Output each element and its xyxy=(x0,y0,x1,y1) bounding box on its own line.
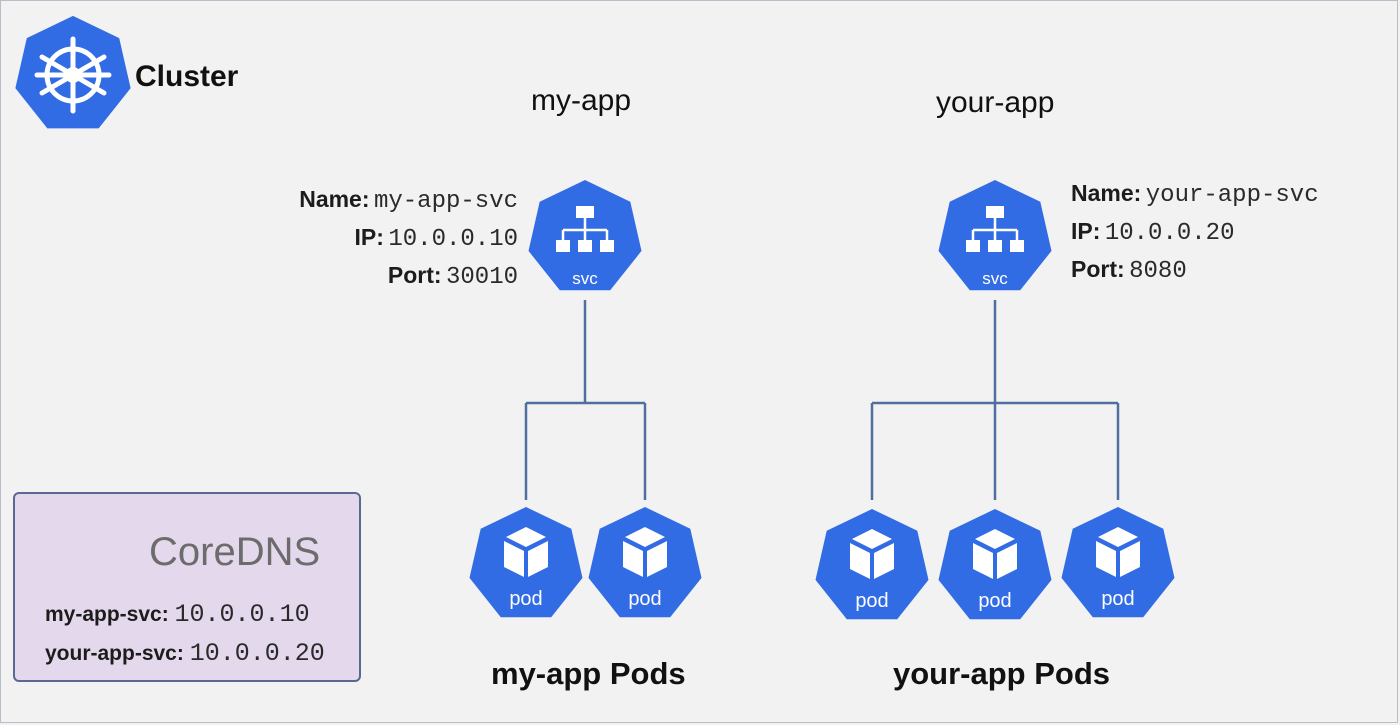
connector-lines xyxy=(524,300,1120,500)
your-app-svc-info: Name: your-app-svc IP: 10.0.0.20 Port: 8… xyxy=(1071,174,1319,288)
pod-icon-text: pod xyxy=(855,590,888,612)
svc-ip-value: 10.0.0.10 xyxy=(388,226,518,253)
dns-record-host: my-app-svc: xyxy=(45,603,169,626)
dns-record-row: your-app-svc: 10.0.0.20 xyxy=(45,639,325,668)
svc-port-value: 30010 xyxy=(445,264,518,291)
name-label: Name: xyxy=(1071,180,1142,206)
svc-port-row: Port: 30010 xyxy=(250,256,518,294)
pod-icon-text: pod xyxy=(978,590,1011,612)
my-app-title: my-app xyxy=(531,84,632,117)
ip-label: IP: xyxy=(354,224,384,250)
name-label: Name: xyxy=(299,186,370,212)
my-app-pod-icon-1: pod xyxy=(469,507,583,618)
port-label: Port: xyxy=(387,262,442,288)
svc-name-value: my-app-svc xyxy=(373,188,518,215)
your-app-title: your-app xyxy=(936,86,1055,119)
my-app-pods-label: my-app Pods xyxy=(491,656,686,691)
pod-icon-text: pod xyxy=(1101,588,1134,610)
pod-icon-text: pod xyxy=(628,588,661,610)
my-app-svc-info: Name: my-app-svc IP: 10.0.0.10 Port: 300… xyxy=(250,180,518,294)
svc-ip-row: IP: 10.0.0.20 xyxy=(1071,212,1319,250)
port-label: Port: xyxy=(1071,256,1125,282)
svc-port-row: Port: 8080 xyxy=(1071,250,1319,288)
dns-record-host: your-app-svc: xyxy=(45,642,184,665)
your-app-pod-icon-1: pod xyxy=(815,509,929,620)
coredns-brand-suffix: DNS xyxy=(235,530,321,574)
svc-name-value: your-app-svc xyxy=(1145,182,1319,209)
svc-ip-value: 10.0.0.20 xyxy=(1104,220,1235,247)
dns-record-row: my-app-svc: 10.0.0.10 xyxy=(45,600,310,629)
svc-name-row: Name: my-app-svc xyxy=(250,180,518,218)
my-app-pod-icon-2: pod xyxy=(588,507,702,618)
coredns-brand-prefix: Core xyxy=(149,530,236,574)
svc-icon-text: svc xyxy=(982,269,1008,288)
svc-port-value: 8080 xyxy=(1129,258,1187,285)
coredns-brand: CoreDNS xyxy=(149,530,320,575)
ip-label: IP: xyxy=(1071,218,1101,244)
your-app-svc-icon: svc xyxy=(938,180,1052,291)
your-app-pods-label: your-app Pods xyxy=(893,656,1111,691)
coredns-panel: CoreDNS my-app-svc: 10.0.0.10 your-app-s… xyxy=(13,492,361,682)
svc-name-row: Name: your-app-svc xyxy=(1071,174,1319,212)
your-app-pod-icon-2: pod xyxy=(938,509,1052,620)
my-app-svc-icon: svc xyxy=(528,180,642,291)
svc-icon-text: svc xyxy=(572,269,598,288)
svc-ip-row: IP: 10.0.0.10 xyxy=(250,218,518,256)
pod-icon-text: pod xyxy=(509,588,542,610)
cluster-label: Cluster xyxy=(135,60,239,93)
dns-record-ip: 10.0.0.20 xyxy=(189,639,325,668)
kubernetes-helm-icon xyxy=(15,15,131,129)
dns-record-ip: 10.0.0.10 xyxy=(174,600,310,629)
your-app-pod-icon-3: pod xyxy=(1061,507,1175,618)
pods-layer: pod pod pod pod pod xyxy=(469,507,1175,620)
